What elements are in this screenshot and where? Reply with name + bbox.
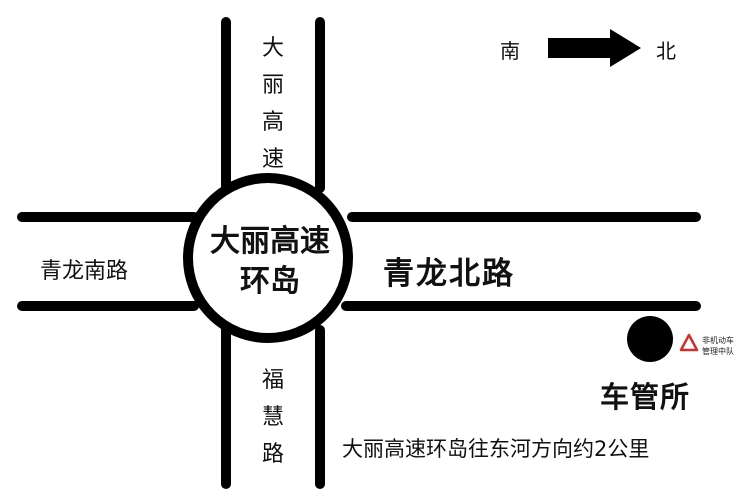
- roundabout-label-line: 大丽高速: [210, 224, 330, 259]
- badge-text-line: 非机动车: [702, 336, 734, 345]
- label-char: 速: [261, 147, 284, 172]
- label-char: 福: [261, 368, 284, 393]
- direction-note: 大丽高速环岛往东河方向约2公里: [342, 437, 650, 461]
- label-char: 路: [261, 442, 284, 467]
- label-dali-expressway: 大 丽 高 速: [253, 30, 293, 178]
- badge-text-line: 管理中队: [702, 347, 734, 356]
- destination-label: 车管所: [600, 380, 691, 414]
- warning-triangle-icon: [679, 333, 699, 352]
- badge-text: 非机动车 管理中队: [702, 335, 734, 357]
- arrow-right-icon: [548, 29, 641, 67]
- roundabout-label: 大丽高速 环岛: [190, 222, 350, 302]
- roundabout-label-line: 环岛: [240, 264, 300, 299]
- label-char: 慧: [261, 405, 284, 430]
- label-qinglong-south-road: 青龙南路: [40, 259, 129, 284]
- compass-north-label: 北: [656, 39, 676, 63]
- label-char: 大: [261, 36, 284, 61]
- roundabout-circle: [183, 173, 353, 343]
- label-qinglong-north-road: 青龙北路: [383, 256, 515, 292]
- filled-circle-icon: [627, 316, 673, 362]
- label-char: 丽: [261, 73, 284, 98]
- compass-south-label: 南: [500, 39, 520, 63]
- label-fuhui-road: 福 慧 路: [253, 362, 293, 473]
- label-char: 高: [261, 110, 284, 135]
